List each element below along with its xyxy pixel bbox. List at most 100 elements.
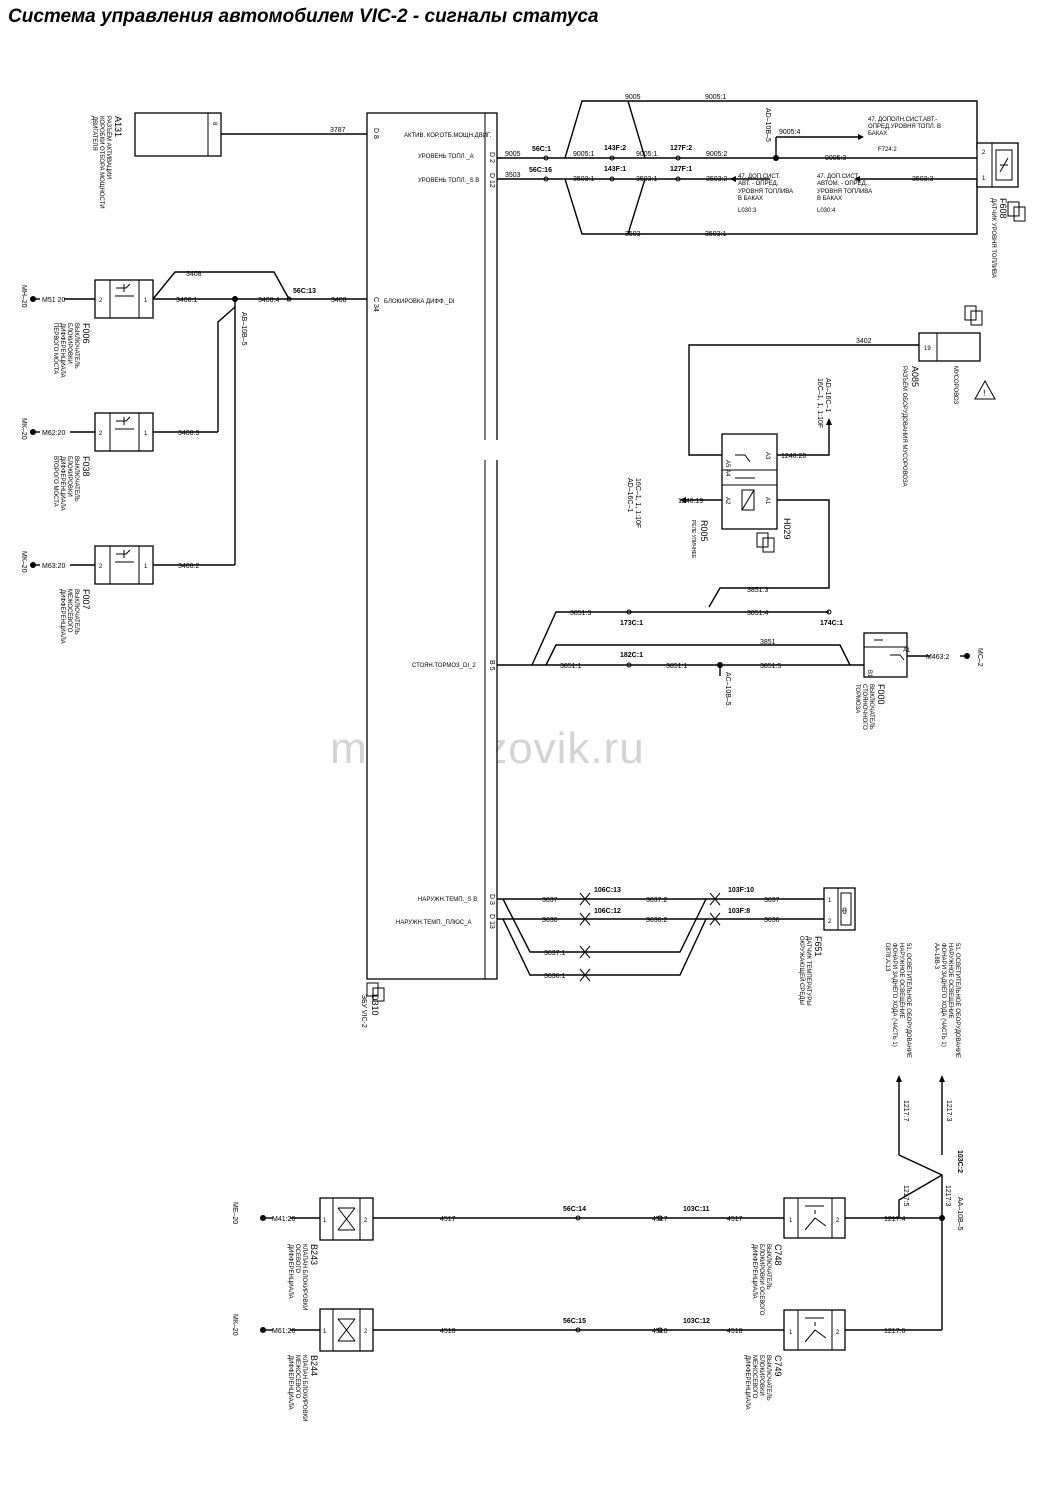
svg-text:3851:1: 3851:1 [666, 663, 688, 670]
svg-text:2: 2 [99, 298, 103, 304]
svg-text:4517: 4517 [652, 1216, 668, 1223]
svg-text:56С:14: 56С:14 [563, 1206, 586, 1213]
svg-text:103F:10: 103F:10 [728, 887, 754, 894]
svg-text:М61:20: М61:20 [272, 1328, 295, 1335]
ecu-label-temp-a: НАРУЖН.ТЕМП._ПЛЮС_А [396, 920, 471, 926]
ecu-pin-d3: D 3 [488, 894, 495, 905]
ecu-label-diff: БЛОКИРОВКА ДИФФ._DI [384, 299, 455, 305]
svg-text:103С:2: 103С:2 [956, 1150, 963, 1173]
ecu-pin-d8: D 8 [372, 128, 379, 139]
svg-text:51. ОСВЕТИТЕЛЬНОЕ ОБОРУДОВАНИЕ: 51. ОСВЕТИТЕЛЬНОЕ ОБОРУДОВАНИЕ [905, 943, 911, 1058]
svg-text:МН–20: МН–20 [20, 285, 27, 308]
svg-text:106С:13: 106С:13 [594, 887, 621, 894]
svg-text:ФОНАРИ ЗАДНЕГО ХОДА (ЧАСТЬ 1): ФОНАРИ ЗАДНЕГО ХОДА (ЧАСТЬ 1) [891, 943, 897, 1047]
svg-text:3503:1: 3503:1 [636, 176, 658, 183]
svg-text:103С:11: 103С:11 [683, 1206, 710, 1213]
svg-text:ДИФФЕРЕНЦИАЛА: ДИФФЕРЕНЦИАЛА [744, 1355, 750, 1410]
svg-text:БЛОКИРОВКИ: БЛОКИРОВКИ [66, 323, 72, 364]
svg-text:16С–1, 1, 1:10F: 16С–1, 1, 1:10F [634, 478, 641, 528]
svg-text:А3: А3 [764, 452, 770, 460]
svg-text:143F:1: 143F:1 [604, 166, 626, 173]
svg-text:106С:12: 106С:12 [594, 908, 621, 915]
f651-temp-sensor: 12 θ F651 ДАТЧИК ТЕМПЕРАТУРЫ ОКРУЖАЮЩЕЙ … [798, 887, 856, 1006]
svg-text:А5 А4: А5 А4 [724, 460, 730, 477]
svg-text:103F:8: 103F:8 [728, 908, 750, 915]
f000-switch: В1 А1 М463:2 МС–2 F000 ВЫКЛЮЧАТЕЛЬ СТОЯН… [854, 632, 983, 730]
svg-text:19: 19 [924, 346, 931, 352]
svg-text:16С–1, 1, 1:10F: 16С–1, 1, 1:10F [816, 378, 823, 428]
svg-text:9005: 9005 [505, 151, 521, 158]
svg-text:1217:3: 1217:3 [944, 1185, 951, 1207]
svg-text:1: 1 [982, 176, 986, 182]
svg-text:МК–20: МК–20 [20, 418, 27, 440]
svg-text:AD–16С–1: AD–16С–1 [626, 478, 633, 512]
svg-text:F651: F651 [813, 936, 823, 957]
a131-id: A131 [113, 116, 123, 137]
svg-text:В1: В1 [866, 670, 872, 678]
svg-text:2: 2 [982, 150, 986, 156]
svg-text:3636:1: 3636:1 [544, 973, 566, 980]
svg-text:9005:4: 9005:4 [779, 129, 801, 136]
svg-text:3503:1: 3503:1 [573, 176, 595, 183]
svg-text:3503: 3503 [625, 231, 641, 238]
svg-text:B244: B244 [309, 1355, 319, 1376]
svg-text:9005:3: 9005:3 [825, 155, 847, 162]
svg-text:3787: 3787 [330, 127, 346, 134]
svg-text:4518: 4518 [440, 1328, 456, 1335]
svg-text:АА–10В–5: АА–10В–5 [956, 1197, 963, 1231]
svg-text:1: 1 [323, 1218, 327, 1224]
svg-text:47. ДОПОЛН.СИСТ.АВТ.-: 47. ДОПОЛН.СИСТ.АВТ.- [868, 117, 937, 123]
svg-text:МУСОРОВОЗ: МУСОРОВОЗ [952, 366, 958, 405]
svg-text:2: 2 [828, 919, 832, 925]
svg-text:F724:2: F724:2 [878, 147, 897, 153]
svg-text:L030:3: L030:3 [738, 208, 757, 214]
parking-brake-wiring: 3851:3 3851:4 173С:1 174С:1 3851 182С:1 … [497, 609, 864, 706]
svg-text:3851:5: 3851:5 [760, 663, 782, 670]
svg-text:D878:A:13: D878:A:13 [884, 943, 890, 972]
svg-text:3503:3: 3503:3 [912, 176, 934, 183]
svg-text:3408: 3408 [186, 271, 202, 278]
svg-text:ДВИГАТЕЛЯ: ДВИГАТЕЛЯ [91, 116, 97, 151]
svg-text:9005:1: 9005:1 [573, 151, 595, 158]
svg-text:2: 2 [836, 1218, 840, 1224]
svg-text:РЕЛЕ УЛИЧНЕЕ: РЕЛЕ УЛИЧНЕЕ [690, 520, 696, 559]
svg-text:ОСЕВОГО: ОСЕВОГО [294, 1244, 300, 1273]
svg-text:2: 2 [99, 564, 103, 570]
svg-text:3503:2: 3503:2 [706, 176, 728, 183]
svg-text:56С:16: 56С:16 [529, 167, 552, 174]
svg-text:1217:4: 1217:4 [884, 1216, 906, 1223]
svg-text:F006: F006 [81, 323, 91, 344]
a085-connector: 19 3402 A085 РАЗЪЁМ ОБОРУДОВАНИЯ МУСОРОВ… [688, 305, 996, 487]
a131-connector: 8 A131 РАЗЪЁМ АКТИВАЦИИ КОРОБКИ ОТБОРА М… [91, 112, 222, 209]
svg-text:3851: 3851 [760, 639, 776, 646]
svg-text:9005:1: 9005:1 [636, 151, 658, 158]
svg-text:3408:1: 3408:1 [176, 297, 198, 304]
svg-text:9005: 9005 [625, 94, 641, 101]
svg-text:173С:1: 173С:1 [620, 620, 643, 627]
svg-text:ВЫКЛЮЧАТЕЛЬ: ВЫКЛЮЧАТЕЛЬ [765, 1244, 771, 1290]
svg-text:3402: 3402 [856, 338, 872, 345]
svg-text:НАРУЖНОЕ ОСВЕЩЕНИЕ: НАРУЖНОЕ ОСВЕЩЕНИЕ [947, 943, 953, 1019]
ecu-pin-b5: В 5 [488, 660, 495, 671]
svg-text:1217:7: 1217:7 [902, 1100, 909, 1122]
svg-text:9005:1: 9005:1 [705, 94, 727, 101]
svg-text:F038: F038 [81, 456, 91, 477]
svg-text:F007: F007 [81, 589, 91, 610]
svg-text:3503: 3503 [505, 172, 521, 179]
ecu-break [478, 440, 504, 460]
svg-text:КЛАПАН БЛОКИРОВКИ: КЛАПАН БЛОКИРОВКИ [301, 1355, 307, 1421]
svg-text:174С:1: 174С:1 [820, 620, 843, 627]
svg-text:103С:12: 103С:12 [683, 1318, 710, 1325]
ecu-pin-d12: D 12 [488, 173, 495, 188]
svg-text:1: 1 [789, 1330, 793, 1336]
svg-text:АВТОМ. - ОПРЕД.: АВТОМ. - ОПРЕД. [817, 181, 868, 187]
ecu-label-temp-s: НАРУЖН.ТЕМП._S В [418, 897, 477, 903]
svg-text:РАЗЪЁМ АКТИВАЦИИ: РАЗЪЁМ АКТИВАЦИИ [105, 116, 112, 179]
svg-text:1217:3: 1217:3 [945, 1100, 952, 1122]
svg-text:143F:2: 143F:2 [604, 145, 626, 152]
svg-text:3636: 3636 [542, 917, 558, 924]
svg-text:1: 1 [323, 1329, 327, 1335]
